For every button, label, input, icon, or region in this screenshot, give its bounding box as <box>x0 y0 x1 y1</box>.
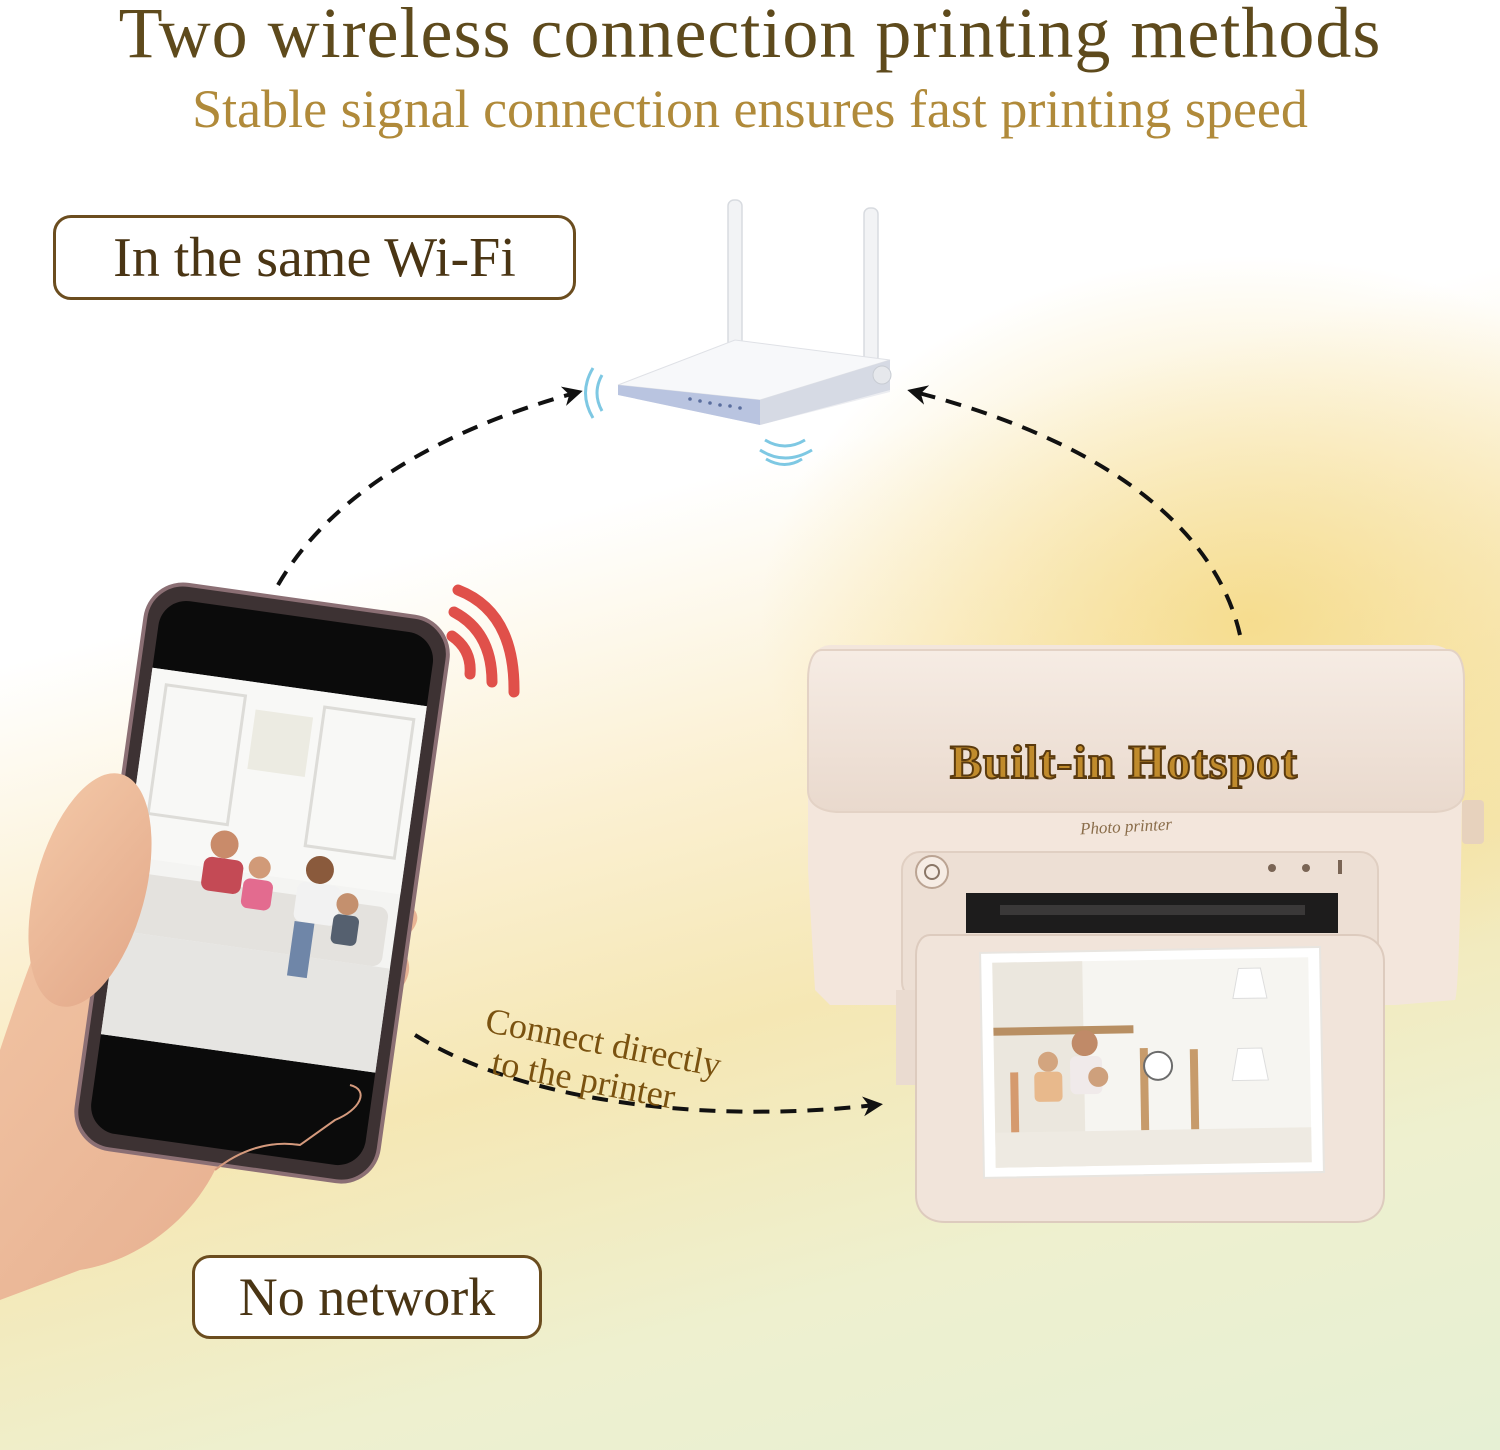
no-network-badge: No network <box>192 1255 542 1339</box>
same-wifi-badge: In the same Wi-Fi <box>53 215 576 300</box>
built-in-hotspot-label: Built-in Hotspot <box>949 735 1299 790</box>
signal-waves-icon <box>584 367 813 466</box>
page-title: Two wireless connection printing methods <box>118 0 1382 73</box>
arrow-icon <box>907 385 1242 636</box>
router-icon <box>617 199 892 425</box>
no-network-label: No network <box>238 1267 496 1327</box>
phone-icon <box>0 582 450 1300</box>
signal-waves-icon <box>446 584 520 698</box>
arrow-icon <box>276 386 583 587</box>
same-wifi-label: In the same Wi-Fi <box>113 226 516 289</box>
printer-icon <box>807 645 1484 1223</box>
page-subtitle: Stable signal connection ensures fast pr… <box>192 79 1308 139</box>
